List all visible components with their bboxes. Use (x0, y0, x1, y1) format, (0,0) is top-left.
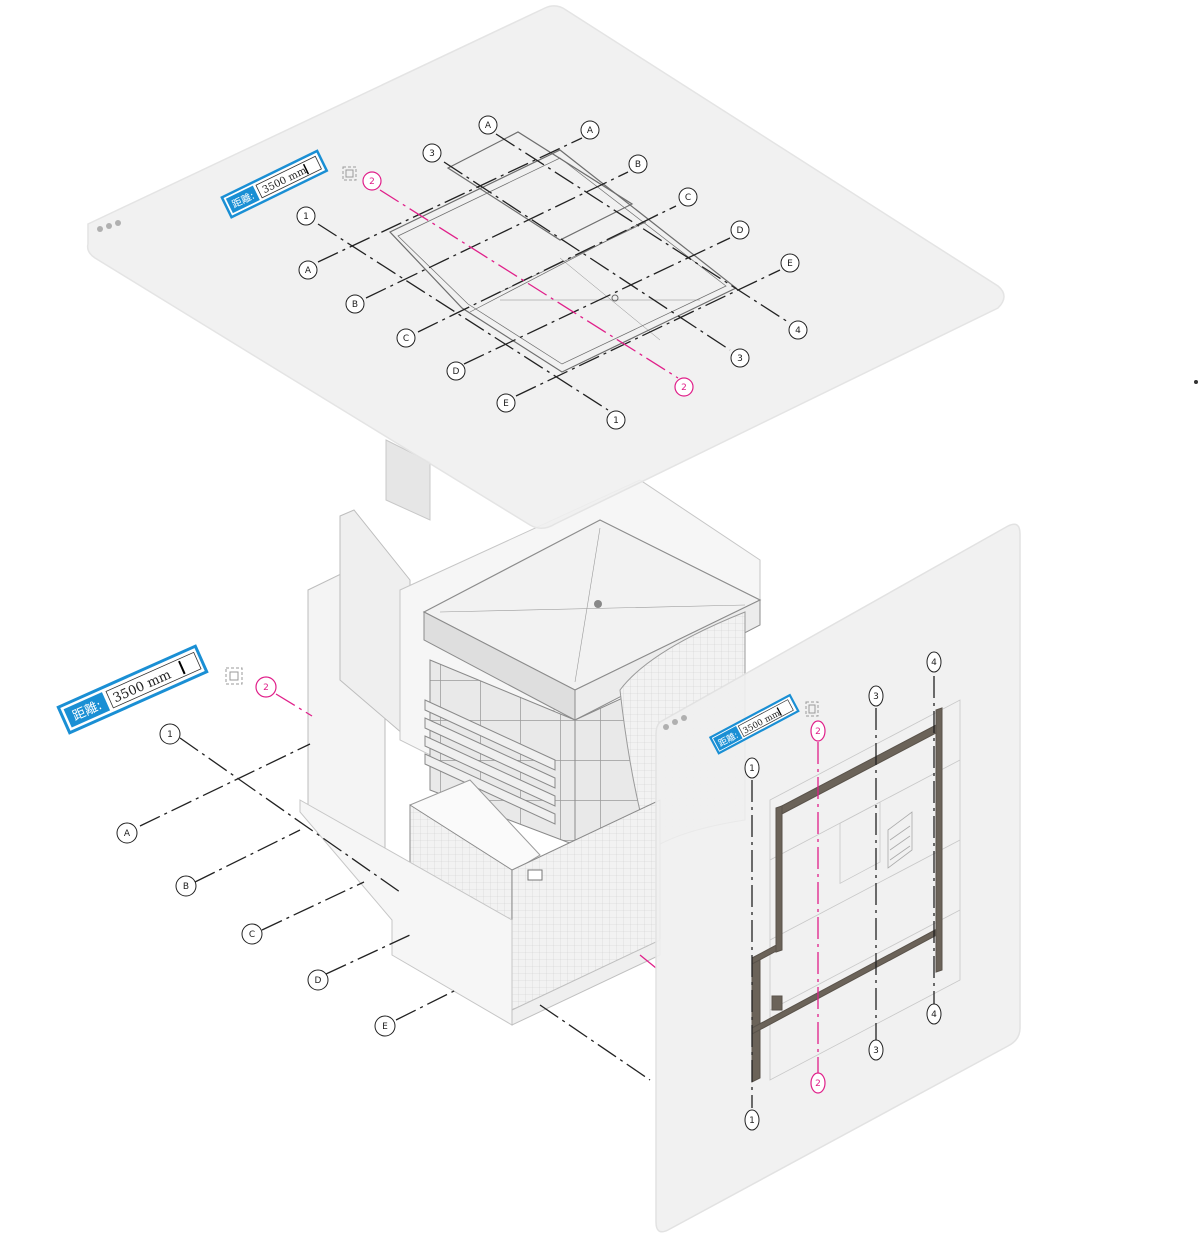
grid-bubble-top-C1: C (396, 328, 416, 348)
grid-bubble-top-2b: 2 (674, 377, 694, 397)
grid-bubble-top-C2: C (678, 187, 698, 207)
grid-bubble-elev-4b: 4 (926, 1003, 942, 1025)
grid-bubble-top-A3: A (478, 115, 498, 135)
svg-text:3: 3 (429, 149, 435, 159)
svg-text:C: C (249, 930, 255, 940)
grid-bubble-top-3b: 3 (730, 348, 750, 368)
grid-bubbles-top: A B C D E A B C D E A 1 1 3 3 4 (296, 115, 808, 430)
grid-bubble-ground-2[interactable]: 2 (255, 676, 277, 698)
svg-text:E: E (382, 1022, 388, 1032)
grid-bubble-top-3a: 3 (422, 143, 442, 163)
svg-text:4: 4 (931, 658, 937, 668)
elevation-background-drawing (769, 699, 961, 1081)
svg-text:E: E (787, 259, 793, 269)
grid-bubble-top-E2: E (780, 253, 800, 273)
svg-text:2: 2 (263, 683, 269, 693)
move-handle-icon[interactable] (805, 701, 819, 717)
grid-bubble-elev-2b: 2 (810, 1072, 826, 1094)
elevation-sheet (655, 523, 1021, 1233)
grid-bubble-ground-E: E (374, 1015, 396, 1037)
grid-bubble-top-2a: 2 (362, 171, 382, 191)
grid-bubble-top-E1: E (496, 393, 516, 413)
svg-text:B: B (352, 300, 358, 310)
move-handle-icon[interactable] (342, 166, 357, 181)
svg-text:1: 1 (167, 730, 173, 740)
active-grid-line-top (379, 189, 679, 379)
grid-bubble-elev-1b: 1 (744, 1109, 760, 1131)
floor-plan-sheet (86, 5, 1005, 529)
grid-bubble-ground-1: 1 (159, 723, 181, 745)
svg-text:2: 2 (681, 383, 687, 393)
plan-walls (388, 131, 738, 373)
grid-bubble-elev-3b: 3 (868, 1039, 884, 1061)
svg-text:1: 1 (303, 212, 309, 222)
svg-text:4: 4 (931, 1010, 937, 1020)
grid-bubble-top-B1: B (345, 294, 365, 314)
grid-bubbles-ground: A B C D E 1 (116, 723, 396, 1037)
move-handle-icon[interactable] (225, 667, 243, 685)
stray-dot (1194, 380, 1198, 384)
active-grid-bubbles-top[interactable]: 2 2 (362, 171, 694, 397)
svg-text:A: A (124, 829, 131, 839)
floor-plan-panel: A B C D E A B C D E A 1 1 3 3 4 2 2 (86, 5, 1005, 529)
building-model (299, 439, 762, 1026)
svg-text:3: 3 (873, 1046, 879, 1056)
grid-bubble-elev-1a: 1 (744, 757, 760, 779)
grid-bubble-ground-B: B (175, 875, 197, 897)
grid-bubbles-elevation: 1 1 3 3 4 4 (744, 651, 942, 1131)
svg-text:C: C (403, 334, 409, 344)
grid-bubble-top-D2: D (730, 220, 750, 240)
svg-text:B: B (183, 882, 189, 892)
distance-field-right[interactable]: 距離: 3500 mm (708, 693, 800, 755)
grid-lines-numbers (317, 133, 789, 411)
svg-text:C: C (685, 193, 691, 203)
svg-text:D: D (315, 976, 322, 986)
more-dots-icon[interactable] (663, 715, 687, 730)
grid-bubble-top-1b: 1 (606, 410, 626, 430)
grid-bubble-top-4b: 4 (788, 320, 808, 340)
svg-text:D: D (453, 367, 460, 377)
svg-text:D: D (737, 226, 744, 236)
active-grid-bubbles-elevation[interactable]: 2 2 (810, 720, 826, 1094)
elevation-panel: 1 1 3 3 4 4 2 2 距離: 3500 mm (655, 523, 1021, 1233)
svg-text:1: 1 (749, 1116, 755, 1126)
svg-text:1: 1 (613, 416, 619, 426)
svg-text:3: 3 (873, 692, 879, 702)
svg-text:2: 2 (369, 177, 375, 187)
grid-bubble-ground-D: D (307, 969, 329, 991)
distance-field-left[interactable]: 距離: 3500 mm (56, 644, 209, 735)
elevation-grid-lines (751, 676, 935, 1108)
grid-bubble-elev-4a: 4 (926, 651, 942, 673)
grid-bubble-top-A2: A (580, 120, 600, 140)
svg-text:4: 4 (795, 326, 801, 336)
svg-text:2: 2 (815, 1079, 821, 1089)
svg-text:A: A (587, 126, 594, 136)
svg-text:1: 1 (749, 764, 755, 774)
more-dots-icon[interactable] (97, 220, 121, 232)
grid-bubble-ground-A: A (116, 822, 138, 844)
svg-text:3: 3 (737, 354, 743, 364)
svg-text:E: E (503, 399, 509, 409)
svg-text:A: A (485, 121, 492, 131)
grid-bubble-elev-3a: 3 (868, 685, 884, 707)
grid-bubble-top-1a: 1 (296, 206, 316, 226)
roof-drain (594, 600, 602, 608)
grid-bubble-top-D1: D (446, 361, 466, 381)
svg-text:B: B (635, 160, 641, 170)
grid-lines-letters (317, 137, 781, 397)
svg-text:A: A (305, 266, 312, 276)
grid-bubble-elev-2a: 2 (810, 720, 826, 742)
grid-bubble-top-A1: A (298, 260, 318, 280)
grid-bubble-top-B2: B (628, 154, 648, 174)
grid-bubble-ground-C: C (241, 923, 263, 945)
svg-text:2: 2 (815, 727, 821, 737)
